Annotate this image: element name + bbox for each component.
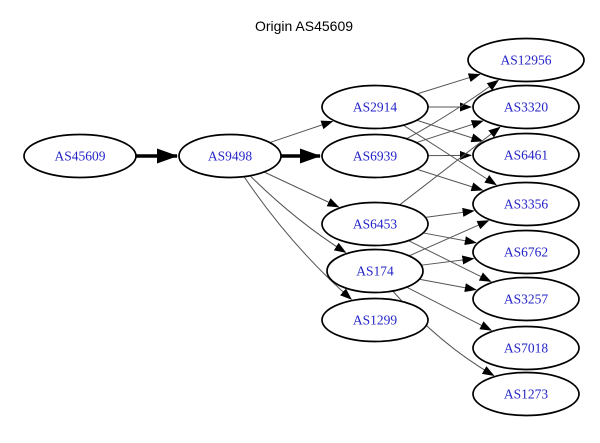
node-ellipse-AS6461[interactable] [472, 132, 580, 178]
node-label-AS3356: AS3356 [504, 197, 549, 212]
node-label-AS1273: AS1273 [504, 387, 549, 402]
node-AS6453[interactable]: AS6453 [321, 201, 429, 247]
node-AS6762[interactable]: AS6762 [472, 229, 580, 275]
node-label-AS45609: AS45609 [54, 149, 105, 164]
edge-AS6453-AS3356 [425, 207, 475, 218]
node-AS1299[interactable]: AS1299 [321, 297, 429, 343]
node-AS7018[interactable]: AS7018 [472, 325, 580, 371]
node-label-AS12956: AS12956 [500, 53, 551, 68]
node-ellipse-AS12956[interactable] [467, 37, 585, 83]
node-AS1273[interactable]: AS1273 [472, 371, 580, 417]
node-label-AS6762: AS6762 [504, 245, 548, 260]
node-ellipse-AS6453[interactable] [321, 201, 429, 247]
node-AS9498[interactable]: AS9498 [178, 133, 282, 179]
edges-layer [136, 73, 501, 376]
edge-AS174-AS3257 [419, 278, 477, 293]
edge-AS174-AS3356 [408, 220, 490, 257]
node-ellipse-AS6762[interactable] [472, 229, 580, 275]
edge-AS9498-AS1299 [243, 176, 352, 300]
edge-AS6939-AS3356 [416, 168, 484, 192]
node-AS3257[interactable]: AS3257 [472, 276, 580, 322]
node-label-AS6453: AS6453 [353, 217, 398, 232]
edge-AS9498-AS174 [249, 175, 347, 253]
node-ellipse-AS6939[interactable] [321, 133, 429, 179]
node-label-AS3320: AS3320 [504, 100, 549, 115]
edge-AS9498-AS2914 [269, 120, 334, 144]
node-ellipse-AS3257[interactable] [472, 276, 580, 322]
graph-title: Origin AS45609 [255, 18, 353, 34]
node-label-AS6461: AS6461 [504, 148, 548, 163]
edge-AS2914-AS6461 [416, 119, 484, 143]
node-ellipse-AS174[interactable] [326, 248, 424, 294]
edge-AS2914-AS3356 [403, 124, 497, 186]
node-AS12956[interactable]: AS12956 [467, 37, 585, 83]
node-AS174[interactable]: AS174 [326, 248, 424, 294]
edge-AS6939-AS12956 [406, 79, 500, 140]
node-label-AS2914: AS2914 [353, 100, 398, 115]
node-ellipse-AS7018[interactable] [472, 325, 580, 371]
node-label-AS1299: AS1299 [353, 313, 398, 328]
node-ellipse-AS3356[interactable] [472, 181, 580, 227]
node-label-AS6939: AS6939 [353, 149, 398, 164]
node-AS45609[interactable]: AS45609 [23, 133, 137, 179]
node-ellipse-AS9498[interactable] [178, 133, 282, 179]
node-ellipse-AS2914[interactable] [321, 84, 429, 130]
node-label-AS9498: AS9498 [208, 149, 253, 164]
node-AS2914[interactable]: AS2914 [321, 84, 429, 130]
node-AS3320[interactable]: AS3320 [472, 84, 580, 130]
edge-AS6939-AS3320 [416, 120, 484, 144]
node-AS6461[interactable]: AS6461 [472, 132, 580, 178]
edge-AS9498-AS6453 [263, 171, 340, 208]
node-label-AS174: AS174 [356, 264, 394, 279]
edge-AS174-AS7018 [406, 286, 493, 331]
node-label-AS7018: AS7018 [504, 341, 549, 356]
node-ellipse-AS45609[interactable] [23, 133, 137, 179]
node-label-AS3257: AS3257 [504, 292, 549, 307]
node-AS3356[interactable]: AS3356 [472, 181, 580, 227]
node-ellipse-AS1299[interactable] [321, 297, 429, 343]
edge-AS6453-AS3257 [408, 240, 492, 282]
edge-AS2914-AS12956 [416, 73, 481, 95]
edge-AS6453-AS3320 [399, 126, 501, 206]
edge-AS174-AS6762 [421, 255, 475, 266]
node-ellipse-AS1273[interactable] [472, 371, 580, 417]
node-ellipse-AS3320[interactable] [472, 84, 580, 130]
node-AS6939[interactable]: AS6939 [321, 133, 429, 179]
